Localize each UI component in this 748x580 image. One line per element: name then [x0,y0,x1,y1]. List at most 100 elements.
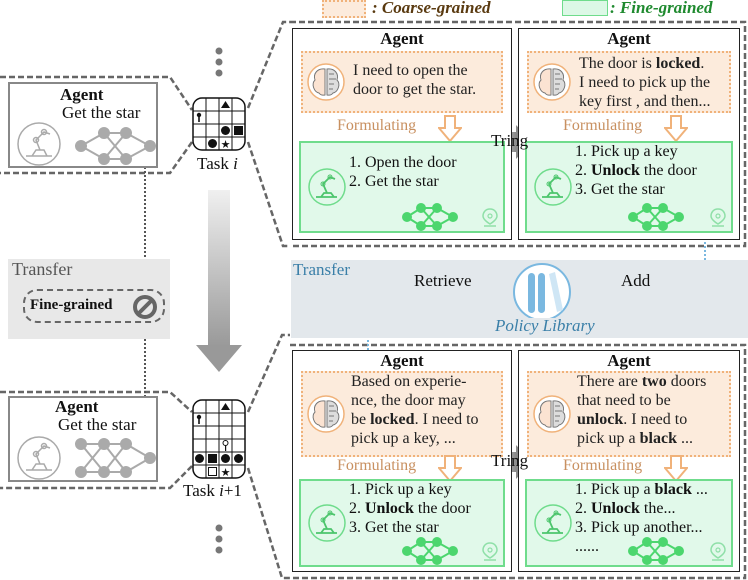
text-segment: doors [666,373,707,390]
text-segment: pick up a key, ... [351,430,456,447]
text-segment: nce, the door may [351,392,466,409]
policy-library-icon [513,263,571,318]
star-icon: ★ [221,139,231,151]
text-segment: I need to open the [353,62,468,79]
agent-plan-card: Agent The door is locked.I need to pick … [518,28,740,240]
legend-swatch-coarse [322,0,366,18]
location-pin-icon [482,542,498,561]
fine-grained-badge: Fine-grained [23,289,165,323]
neural-network-icon [628,203,684,231]
emphasis-text: Unlock [591,162,640,179]
text-segment: . I need to [623,411,688,428]
emphasis-text: Unlock [365,500,414,517]
agent-title: Agent [55,397,99,416]
zoom-connector-right-bottom [246,333,290,580]
text-line: I need to pick up the [579,73,711,92]
text-segment: . [700,55,705,72]
plan-text: 1. Pick up a black ...2. Unlock the...3.… [575,480,708,556]
thought-text: The door is locked.I need to pick up the… [579,54,711,111]
formulating-label: Formulating [337,457,417,474]
task-label-suffix: +1 [223,481,242,500]
text-segment: 2. Get the star [349,173,439,190]
text-line: 2. Unlock the door [349,499,471,518]
text-line: 1. Pick up a black ... [575,480,708,499]
ball-icon [234,454,243,463]
agent-title: Agent [380,351,424,370]
text-segment: . I need to [414,411,479,428]
neural-network-icon [628,537,684,565]
zoom-connector-left-bottom [0,390,193,490]
emphasis-text: black [639,430,677,447]
text-line: door to get the star. [353,80,476,99]
transfer-band-title: Transfer [293,260,350,279]
text-segment: There are [577,373,642,390]
ball-icon [208,139,217,148]
robot-arm-icon [534,504,572,542]
text-line: 3. Get the star [575,180,697,199]
bottom-panel-outline [290,343,747,580]
text-segment: ... [691,481,708,498]
text-segment: 1. Pick up a [575,481,655,498]
ball-icon [221,454,230,463]
text-line: 1. Pick up a key [575,142,697,161]
policy-library-label: Policy Library [495,316,595,335]
left-transfer-title: Transfer [12,259,73,279]
robot-arm-icon [308,168,346,206]
text-segment: 3. Pick up another... [575,519,703,536]
text-segment: The door is [579,55,656,72]
agent-plan-card: Agent Based on experie-nce, the door may… [292,350,512,572]
box-icon [208,454,217,463]
agent-icons [17,122,156,166]
neural-network-icon [75,127,156,165]
formulating-arrow-icon [664,115,688,143]
text-line: 2. Unlock the door [575,161,697,180]
brain-icon [307,395,345,433]
text-segment: 2. [575,162,591,179]
text-line: pick up a black ... [577,429,706,448]
star-icon: ★ [221,467,231,479]
text-line: be locked. I need to [351,410,479,429]
key-icon [196,112,202,122]
agent-title: Agent [380,29,424,48]
formulating-arrow-icon [438,455,462,483]
tring-label-top: Tring [491,131,529,150]
text-line: pick up a key, ... [351,429,479,448]
text-segment: 2. [575,500,591,517]
text-segment: key first , and then... [579,93,711,110]
text-segment: be [351,411,371,428]
zoom-connector-right-top [246,20,290,248]
text-line: 3. Pick up another... [575,518,708,537]
agent-title: Agent [60,85,104,104]
text-line: 1. Open the door [349,153,457,172]
text-segment: I need to pick up the [579,74,711,91]
text-segment: the door [639,162,697,179]
agent-title: Agent [607,29,651,48]
location-pin-icon [710,542,726,561]
triangle-icon [221,101,230,108]
door-icon [208,467,217,476]
top-panel-outline [290,20,747,248]
text-line: key first , and then... [579,92,711,111]
formulating-label: Formulating [563,117,643,134]
coarse-grained-thought: The door is locked.I need to pick up the… [527,51,731,113]
add-label: Add [621,271,651,290]
ball-icon [195,454,204,463]
text-segment: 1. Open the door [349,154,457,171]
location-pin-icon [710,208,726,227]
text-line: 3. Get the star [349,518,471,537]
box-icon [234,126,243,135]
fine-grained-plan: 1. Open the door 2. Get the star [299,141,505,233]
left-transfer-block: Transfer Fine-grained [8,259,170,339]
text-line: unlock. I need to [577,410,706,429]
robot-arm-icon [308,504,346,542]
key-outline-icon [222,440,229,451]
brain-icon [533,395,571,433]
task-i-grid: ★ [192,97,246,151]
text-segment: 3. Get the star [349,519,439,536]
task-i-agent-card: Agent Get the star [8,82,158,168]
legend-swatch-fine [562,0,608,16]
